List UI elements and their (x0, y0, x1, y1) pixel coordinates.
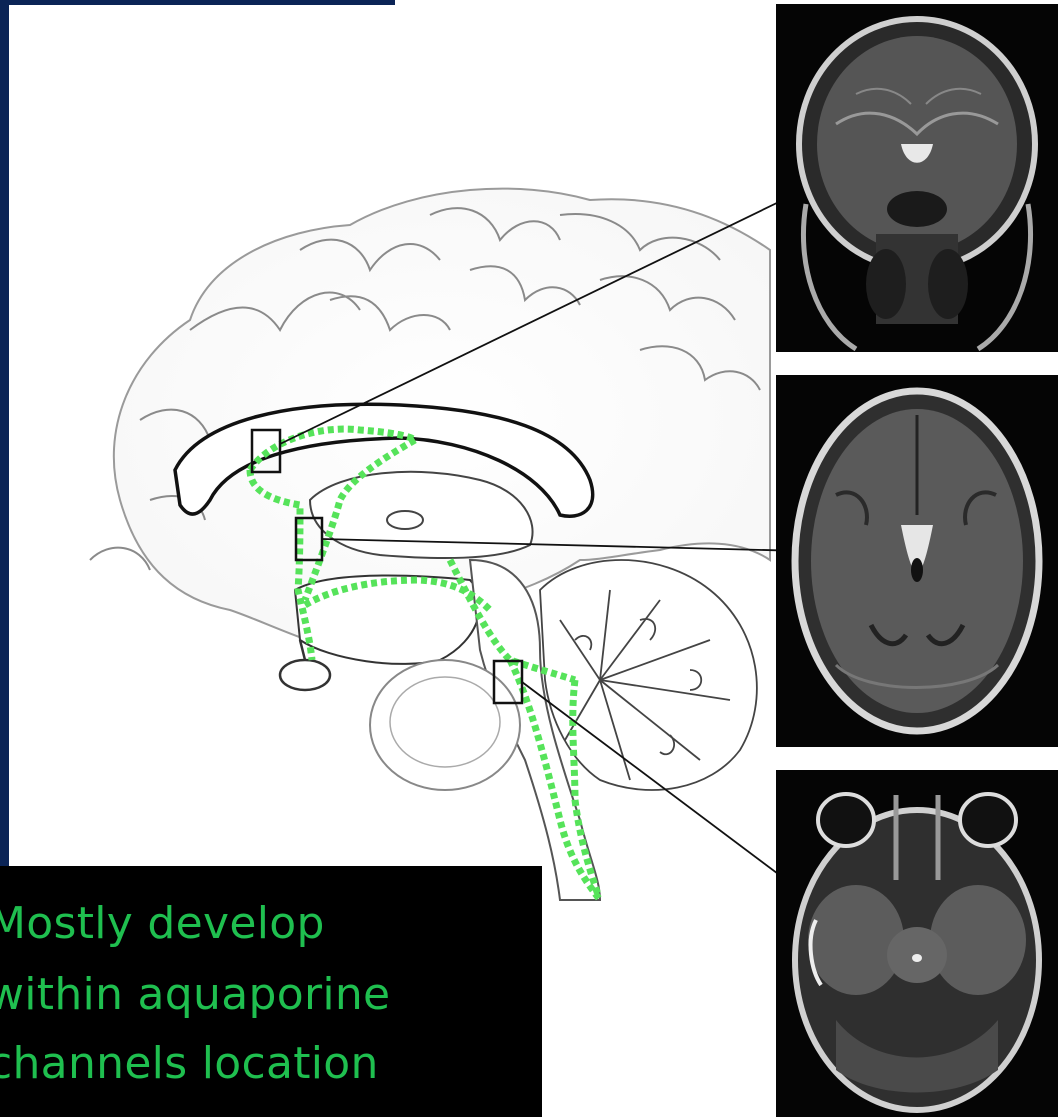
mri-coronal (776, 4, 1058, 352)
mri-axial-brainstem-graphic (776, 770, 1058, 1117)
caption-line-2: within aquaporine (0, 973, 390, 1017)
mri-axial-ventricles (776, 375, 1058, 747)
temporal-lobe (370, 660, 520, 790)
caption-box: Mostly develop within aquaporine channel… (0, 866, 542, 1117)
caption-line-1: Mostly develop (0, 902, 325, 946)
pituitary (280, 660, 330, 690)
mri-coronal-graphic (776, 4, 1058, 352)
caption-line-3: channels location (0, 1042, 379, 1086)
mri-axial-ventricles-graphic (776, 375, 1058, 747)
mri-axial-brainstem (776, 770, 1058, 1117)
